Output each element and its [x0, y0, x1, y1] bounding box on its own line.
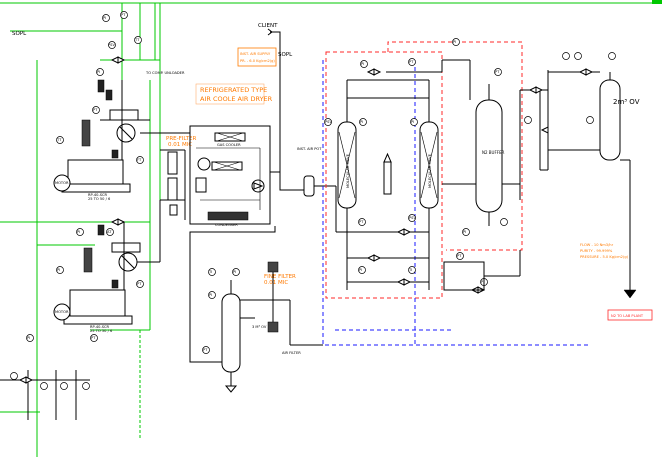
svg-text:25 TO 50 / 6: 25 TO 50 / 6 [90, 329, 113, 333]
svg-text:AT: AT [107, 230, 112, 234]
svg-text:PT: PT [203, 348, 208, 352]
svg-text:PI: PI [463, 230, 466, 234]
adsorber-bed-a: MOLECULAR SIEVE [337, 121, 357, 209]
svg-text:FINE FILTER: FINE FILTER [264, 274, 296, 280]
refrigerated-dryer-label: REFRIGERATED TYPE AIR COOLE AIR DRYER [195, 83, 273, 105]
svg-text:PRESSURE - 5.0 Kg/cm2(g): PRESSURE - 5.0 Kg/cm2(g) [580, 255, 629, 259]
svg-text:PT: PT [91, 336, 96, 340]
compressor-top-tag: RP-40-SCR [88, 193, 108, 197]
svg-text:PT: PT [137, 282, 142, 286]
to-comp-unloader-label: TO COMP. UNLOADER [145, 71, 185, 75]
valves [110, 56, 594, 294]
svg-text:N2 TO LAB PLANT: N2 TO LAB PLANT [611, 314, 644, 318]
svg-text:PI: PI [233, 270, 236, 274]
client-line [270, 31, 292, 191]
svg-text:MOLECULAR SIEVE: MOLECULAR SIEVE [346, 153, 350, 188]
svg-text:PI: PI [360, 120, 363, 124]
svg-text:PI: PI [481, 280, 484, 284]
svg-text:FT: FT [137, 158, 142, 162]
n2-to-lab-plant: N2 TO LAB PLANT [607, 309, 653, 321]
svg-text:AIR FILTER: AIR FILTER [282, 351, 301, 355]
svg-text:25 TO 50 / 6: 25 TO 50 / 6 [88, 197, 111, 201]
svg-text:MOLECULAR SIEVE: MOLECULAR SIEVE [428, 153, 432, 188]
svg-text:PT: PT [457, 254, 462, 258]
svg-text:PI: PI [77, 230, 80, 234]
package-piping [335, 59, 471, 290]
receiver-3m3-bottom: 3 M³ OV [221, 280, 267, 393]
adsorber-bed-b: MOLECULAR SIEVE [419, 121, 439, 209]
bottom-left-instruments [0, 370, 90, 420]
compressor-bottom: RP-40-SCR 25 TO 50 / 6 [63, 200, 161, 333]
svg-text:TI: TI [208, 270, 212, 274]
svg-text:PI: PI [359, 268, 362, 272]
svg-text:0.01 MIC: 0.01 MIC [168, 142, 192, 148]
svg-text:PI: PI [361, 62, 364, 66]
pre-filter-label: PRE-FILTER 0.01 MIC [166, 136, 197, 148]
svg-text:PT: PT [359, 220, 364, 224]
svg-text:PT: PT [495, 70, 500, 74]
svg-text:PSV: PSV [409, 216, 416, 220]
svg-text:0.01 MIC: 0.01 MIC [264, 280, 288, 286]
svg-text:PI: PI [453, 40, 456, 44]
svg-text:PI: PI [103, 16, 106, 20]
inst-air-pot: INST. AIR POT [292, 147, 336, 197]
blue-lines [322, 60, 590, 346]
motor-bottom: MOTOR [53, 303, 71, 321]
nitrogen-buffer-vessel: N2 BUFFER [442, 84, 505, 226]
svg-text:REFRIGERATED TYPE: REFRIGERATED TYPE [200, 86, 267, 94]
svg-text:PI: PI [97, 70, 100, 74]
svg-text:PRE-FILTER: PRE-FILTER [166, 136, 197, 142]
green-utility-lines [0, 3, 161, 457]
svg-text:PR. - 6.0 Kg/cm2(g): PR. - 6.0 Kg/cm2(g) [240, 59, 275, 63]
top-right-marker [652, 0, 662, 4]
svg-text:GAS COOLER: GAS COOLER [217, 143, 241, 147]
receiver-2m3: 2m³ OV [548, 72, 640, 299]
svg-text:PI: PI [27, 336, 30, 340]
fine-filter: AIR FILTER [240, 261, 323, 355]
svg-text:CONDENSER: CONDENSER [215, 223, 238, 227]
svg-text:PT: PT [409, 60, 414, 64]
client-label: CLIENT [258, 23, 278, 29]
svg-text:TT: TT [56, 138, 62, 142]
svg-text:PSV: PSV [325, 120, 332, 124]
svg-text:PI: PI [57, 268, 60, 272]
svg-text:FLOW - 10 Nm3/hr: FLOW - 10 Nm3/hr [580, 243, 614, 247]
svg-text:N2 BUFFER: N2 BUFFER [482, 150, 505, 155]
analyzer-manifold [502, 70, 600, 200]
svg-text:PT: PT [93, 108, 98, 112]
svg-text:TT: TT [134, 38, 140, 42]
svg-text:PSV: PSV [108, 43, 115, 47]
silencer [383, 152, 392, 195]
svg-text:PI: PI [411, 120, 414, 124]
svg-text:PI: PI [209, 293, 212, 297]
svg-text:RP-40-SCR: RP-40-SCR [90, 325, 110, 329]
svg-text:MOTOR: MOTOR [55, 310, 69, 314]
svg-text:TI: TI [408, 268, 412, 272]
pre-filter-pair [160, 149, 186, 220]
svg-text:3 M³ OV: 3 M³ OV [252, 325, 267, 329]
svg-text:2m³ OV: 2m³ OV [613, 98, 640, 106]
fine-filter-label: FINE FILTER 0.01 MIC [264, 274, 296, 286]
spec-box: FLOW - 10 Nm3/hr PURITY - 99.999% PRESSU… [580, 243, 629, 259]
svg-text:PT: PT [121, 13, 126, 17]
svg-text:INST. AIR SUPPLY: INST. AIR SUPPLY [240, 52, 271, 56]
sopl-mid-label: SOPL [278, 52, 293, 58]
svg-text:INST. AIR POT: INST. AIR POT [297, 147, 322, 151]
sopl-top-label: SOPL [12, 31, 27, 37]
instrument-tag-labels: PI PT TT PSV PI PT TT FT PI AT PI PT PI … [27, 13, 500, 352]
svg-text:MOTOR: MOTOR [55, 181, 69, 185]
svg-text:PURITY - 99.999%: PURITY - 99.999% [580, 249, 613, 253]
motor-top: MOTOR [53, 174, 71, 192]
n2-package-boundary [325, 51, 443, 299]
svg-text:AIR COOLE AIR DRYER: AIR COOLE AIR DRYER [200, 95, 273, 103]
refrigerated-dryer: CONDENSER GAS COOLER [189, 125, 271, 227]
inst-air-supply-box: INST. AIR SUPPLY PR. - 6.0 Kg/cm2(g) [237, 47, 277, 67]
